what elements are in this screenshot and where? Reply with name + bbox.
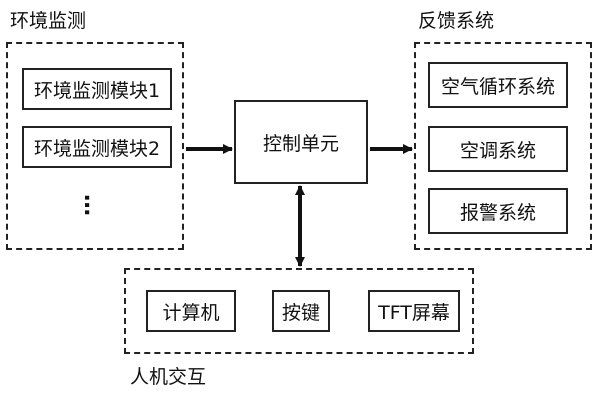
- hmi-item-keys: 按键: [272, 290, 330, 332]
- feedback-group-title: 反馈系统: [418, 10, 495, 32]
- hmi-group-box: [124, 268, 474, 354]
- hmi-item-computer: 计算机: [146, 290, 236, 332]
- feedback-group-box: [414, 42, 592, 250]
- feedback-item-alarm: 报警系统: [428, 188, 568, 234]
- environment-group-title: 环境监测: [10, 10, 87, 32]
- environment-module-2: 环境监测模块2: [22, 126, 172, 168]
- hmi-item-tft-screen: TFT屏幕: [368, 290, 460, 332]
- feedback-item-air-conditioning: 空调系统: [428, 126, 568, 172]
- feedback-item-air-circulation: 空气循环系统: [428, 62, 568, 108]
- environment-group-box: [6, 42, 184, 250]
- environment-module-1: 环境监测模块1: [22, 68, 172, 110]
- hmi-group-title: 人机交互: [130, 366, 207, 388]
- control-unit-box: 控制单元: [234, 100, 368, 184]
- more-modules-ellipsis: …: [79, 194, 104, 216]
